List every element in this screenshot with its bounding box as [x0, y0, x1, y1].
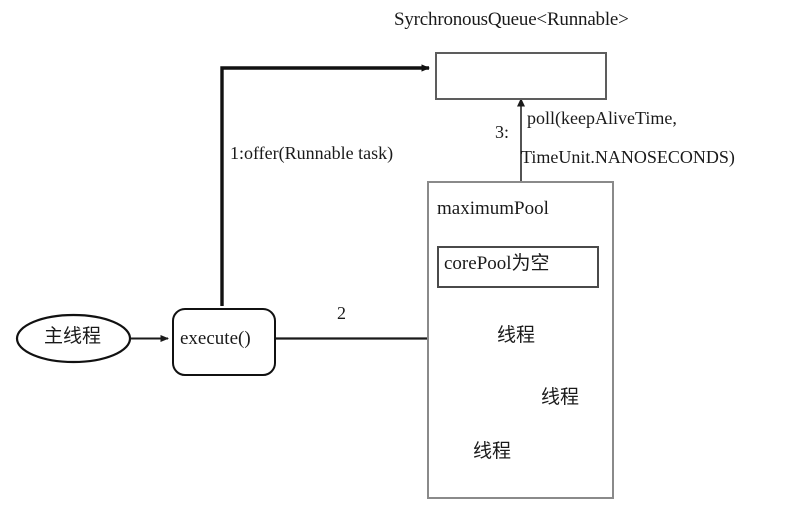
poll-step-index: 3:	[495, 122, 510, 142]
poll-flow-label-line2: TimeUnit.NANOSECONDS)	[521, 147, 735, 167]
execute-to-pool-step-label: 2	[337, 303, 346, 323]
maximum-pool-label: maximumPool	[437, 198, 549, 219]
execute-method-label: execute()	[180, 328, 251, 349]
poll-flow-label-line1: poll(keepAliveTime,	[527, 108, 677, 128]
core-pool-box	[437, 246, 599, 288]
core-pool-label: corePool为空	[444, 253, 550, 274]
synchronous-queue-box[interactable]	[435, 52, 607, 100]
execute-method-box[interactable]	[172, 308, 276, 376]
thread-label-1: 线程	[497, 325, 536, 346]
thread-label-3: 线程	[473, 441, 512, 462]
arrow-execute-to-queue	[220, 64, 430, 306]
main-thread-label: 主线程	[44, 326, 102, 347]
maximum-pool-box	[427, 181, 614, 499]
queue-title: SyrchronousQueue<Runnable>	[394, 9, 629, 30]
thread-label-2: 线程	[541, 387, 580, 408]
offer-flow-label: 1:offer(Runnable task)	[230, 143, 394, 163]
